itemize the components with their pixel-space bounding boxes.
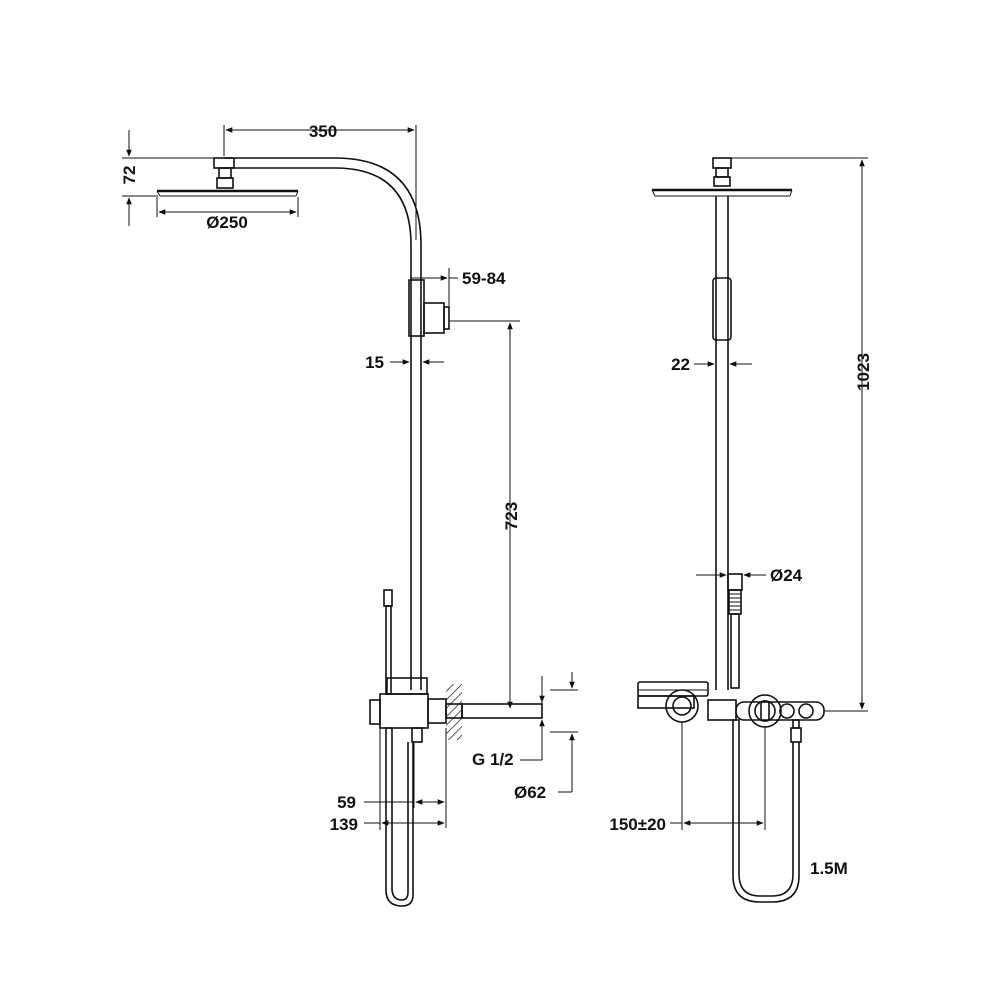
front-bath-spout [637, 681, 709, 723]
dim-pipe-height: 723 [450, 320, 521, 709]
label-head-height: 72 [120, 166, 139, 185]
dim-arm-length: 350 [223, 122, 417, 240]
dim-depth-short: 59 [337, 728, 447, 828]
side-slide-holder [408, 279, 450, 337]
label-hose-length: 1.5M [810, 859, 848, 878]
dim-handset-diameter: Ø24 [696, 566, 803, 585]
dim-head-height: 72 [120, 130, 214, 226]
label-depth-long: 139 [330, 815, 358, 834]
label-inlet-thread: G 1/2 [472, 750, 514, 769]
dim-depth-long: 139 [330, 728, 445, 834]
side-wall-hatch [446, 684, 462, 740]
label-total-height: 1023 [854, 353, 873, 391]
front-hose [732, 719, 800, 903]
label-pipe-width-front: 22 [671, 355, 690, 374]
label-pipe-height: 723 [502, 502, 521, 530]
label-handset-diameter: Ø24 [770, 566, 803, 585]
side-shower-arm [224, 157, 422, 690]
hand-shower-grip-lines [729, 593, 741, 611]
front-riser-pipe [715, 196, 729, 690]
front-view: 22 1023 Ø24 150±20 1.5M [609, 157, 873, 903]
label-depth-short: 59 [337, 793, 356, 812]
front-slide-holder [712, 277, 732, 341]
dim-pipe-width-side: 15 [365, 353, 444, 372]
front-shower-head [651, 157, 793, 197]
side-shower-head [156, 157, 299, 197]
front-hand-shower [727, 573, 743, 689]
front-mixer-body [707, 694, 825, 743]
dim-head-diameter: Ø250 [156, 197, 299, 232]
label-holder-range: 59-84 [462, 269, 506, 288]
label-pipe-width-side: 15 [365, 353, 384, 372]
side-hose [385, 727, 414, 907]
side-view: 350 72 Ø250 59-84 15 [120, 122, 578, 907]
label-head-diameter: Ø250 [206, 213, 248, 232]
dim-total-height: 1023 [731, 157, 873, 712]
dim-pipe-width-front: 22 [671, 355, 752, 374]
dim-flange-diameter: Ø62 [514, 672, 578, 802]
dim-center-distance: 150±20 [609, 722, 766, 834]
dim-inlet-thread: G 1/2 [472, 676, 545, 769]
label-center-distance: 150±20 [609, 815, 666, 834]
label-arm-length: 350 [309, 122, 337, 141]
dim-holder-range: 59-84 [411, 268, 506, 306]
label-flange-diameter: Ø62 [514, 783, 546, 802]
